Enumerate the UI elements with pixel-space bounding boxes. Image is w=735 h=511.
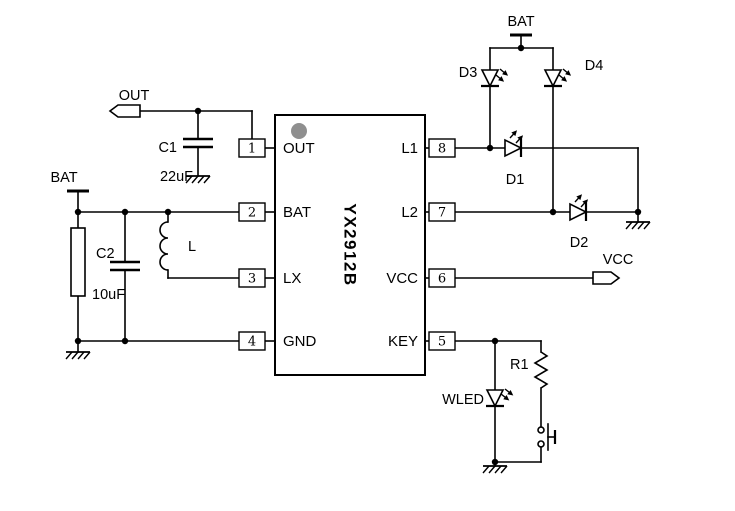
pin-name-key: KEY — [388, 333, 418, 350]
battery-cell — [70, 227, 86, 297]
net-flag-out: OUT — [108, 88, 150, 118]
switch-contact-icon — [537, 440, 545, 448]
junction-dot — [74, 337, 82, 345]
pin-number-5: 5 — [438, 335, 446, 350]
net-flag-icon — [592, 271, 621, 285]
pin-box-6 — [428, 268, 456, 288]
diode-triangle-icon — [485, 389, 505, 408]
led-emission-arrow-icon — [572, 191, 585, 205]
led-d2: D2 — [569, 191, 591, 251]
inductor-l: L — [159, 221, 196, 271]
pin-name-lx: LX — [283, 270, 301, 287]
led-d4: D4 — [543, 58, 604, 88]
led-d3: D3 — [459, 65, 511, 88]
pin-name-l2: L2 — [401, 204, 418, 221]
ic-yx2912b: YX2912B 1 2 3 4 OUT BAT LX GND 8 7 6 5 L… — [238, 114, 456, 376]
junction-dot — [491, 458, 499, 466]
led-d1: D1 — [504, 127, 526, 188]
push-button-switch — [537, 423, 557, 451]
net-label-bat-left: BAT — [50, 170, 77, 186]
d1-ref-label: D1 — [506, 172, 525, 188]
net-flag-icon — [108, 104, 141, 118]
pin-box-2 — [238, 202, 266, 222]
led-emission-arrow-icon — [502, 386, 516, 399]
pin-box-5 — [428, 331, 456, 351]
capacitor-c2: C2 10uF — [92, 246, 140, 303]
pin-box-1 — [238, 138, 266, 158]
pin-name-out: OUT — [283, 140, 315, 157]
battery-body-icon — [70, 227, 86, 297]
resistor-r1: R1 — [510, 351, 549, 389]
junction-dot — [634, 208, 642, 216]
diode-triangle-icon — [569, 202, 588, 222]
c2-value-label: 10uF — [92, 287, 125, 303]
pin-name-vcc: VCC — [386, 270, 418, 287]
junction-dot — [549, 208, 557, 216]
capacitor-c1: C1 22uF — [158, 137, 213, 185]
ic-body — [274, 114, 426, 376]
resistor-zigzag-icon — [533, 351, 549, 389]
led-wled: WLED — [442, 386, 516, 408]
diode-triangle-icon — [543, 69, 563, 88]
junction-dot — [491, 337, 499, 345]
pin-name-bat: BAT — [283, 204, 311, 221]
pin-box-4 — [238, 331, 266, 351]
junction-dot — [74, 208, 82, 216]
pin-number-7: 7 — [438, 206, 446, 221]
pin1-marker-icon — [291, 123, 307, 139]
junction-dot — [121, 208, 129, 216]
pin-number-4: 4 — [248, 335, 256, 350]
junction-dot — [121, 337, 129, 345]
pin-box-7 — [428, 202, 456, 222]
net-flag-vcc: VCC — [592, 252, 634, 285]
d3-ref-label: D3 — [459, 65, 478, 81]
led-emission-arrow-icon — [578, 196, 591, 210]
pin-number-3: 3 — [248, 272, 256, 287]
d2-ref-label: D2 — [570, 235, 589, 251]
junction-dots — [74, 44, 642, 466]
ground-icon — [482, 465, 508, 474]
ground-icon — [65, 351, 91, 360]
bat-terminal-left: BAT — [50, 170, 89, 193]
led-emission-arrow-icon — [513, 132, 526, 146]
junction-dot — [517, 44, 525, 52]
c1-value-label: 22uF — [160, 169, 193, 185]
r1-ref-label: R1 — [510, 357, 529, 373]
pin-name-l1: L1 — [401, 140, 418, 157]
c1-ref-label: C1 — [158, 140, 177, 156]
net-label-vcc: VCC — [603, 252, 634, 268]
pin-number-1: 1 — [248, 142, 256, 157]
net-label-out: OUT — [119, 88, 150, 104]
led-emission-arrow-icon — [497, 66, 511, 79]
pin-number-2: 2 — [248, 206, 256, 221]
pin-box-8 — [428, 138, 456, 158]
net-label-bat-top: BAT — [507, 14, 534, 30]
switch-contact-icon — [537, 426, 545, 434]
junction-dot — [194, 107, 202, 115]
led-emission-arrow-icon — [560, 66, 574, 79]
bat-terminal-top: BAT — [507, 14, 535, 37]
l-ref-label: L — [188, 239, 196, 255]
inductor-coil-icon — [159, 221, 169, 271]
diode-triangle-icon — [480, 69, 500, 88]
ground-icon — [625, 221, 651, 230]
pin-name-gnd: GND — [283, 333, 317, 350]
pin-box-3 — [238, 268, 266, 288]
junction-dot — [164, 208, 172, 216]
wled-ref-label: WLED — [442, 392, 484, 408]
pin-number-6: 6 — [438, 272, 446, 287]
diode-triangle-icon — [504, 138, 523, 158]
led-emission-arrow-icon — [507, 127, 520, 141]
c2-ref-label: C2 — [96, 246, 115, 262]
ic-part-number: YX2912B — [341, 203, 360, 286]
pin-number-8: 8 — [438, 142, 446, 157]
junction-dot — [486, 144, 494, 152]
d4-ref-label: D4 — [585, 58, 604, 74]
